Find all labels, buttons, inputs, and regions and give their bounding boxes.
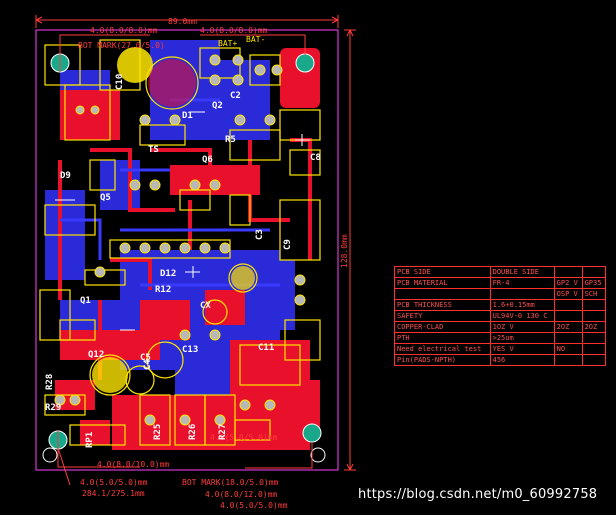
spec-cell-k: PCB MATERIAL — [394, 277, 491, 289]
label-bat-plus: BAT+ — [218, 39, 237, 48]
spec-cell-v: DOUBLE SIDE — [489, 266, 555, 278]
spec-row: PTH>25um — [394, 332, 607, 344]
spec-cell-b — [581, 310, 607, 322]
label-d12: D12 — [160, 269, 176, 279]
label-q5: Q5 — [100, 193, 111, 203]
label-r5: R5 — [225, 135, 236, 145]
label-q6: Q6 — [202, 155, 213, 165]
spec-cell-b: 2OZ — [581, 321, 607, 333]
label-c8: C8 — [310, 153, 321, 163]
dim-bottom-c: 284.1/275.1mm — [82, 489, 145, 498]
label-r26: R26 — [188, 424, 198, 440]
spec-cell-a: NO — [553, 343, 583, 355]
component-markers — [55, 111, 310, 331]
spec-cell-v: YES V — [489, 343, 555, 355]
mounting-hole-bottom-right — [302, 423, 322, 443]
label-c10: C10 — [115, 74, 125, 90]
spec-cell-a — [553, 332, 583, 344]
label-d1: D1 — [182, 111, 193, 121]
label-c13: C13 — [182, 345, 198, 355]
board-outline — [35, 29, 339, 471]
mounting-hole-top-right — [295, 53, 315, 73]
spec-cell-k: SAFETY — [394, 310, 491, 322]
label-c11: C11 — [258, 343, 274, 353]
dimension-lines — [35, 15, 356, 486]
spec-cell-b — [581, 332, 607, 344]
spec-cell-k: PCB THICKNESS — [394, 299, 491, 311]
label-c4: C4 — [143, 359, 153, 370]
label-rp1: RP1 — [85, 432, 95, 448]
spec-cell-v: 456 — [489, 354, 555, 366]
spec-cell-a — [553, 354, 583, 366]
spec-cell-k: PTH — [394, 332, 491, 344]
dim-top-left: 4.0(8.0/8.0)mm — [90, 26, 158, 35]
label-q12: Q12 — [88, 350, 104, 360]
spec-cell-k: Need electrical test — [394, 343, 491, 355]
top-copper-traces — [58, 138, 312, 380]
capacitor-bodies — [92, 47, 255, 393]
label-r27: R27 — [218, 424, 228, 440]
spec-cell-v: UL94V-0 130 C — [489, 310, 555, 322]
label-cx: CX — [200, 301, 211, 311]
label-c5: C5 — [140, 353, 151, 363]
spec-cell-k — [394, 288, 491, 300]
label-ts: TS — [148, 145, 159, 155]
dim-top-right: 4.0(8.0/8.0)mm — [200, 26, 268, 35]
label-r28: R28 — [45, 374, 55, 390]
dim-bottom-a: 4.0(8.0/10.0)mm — [97, 460, 169, 469]
label-c9: C9 — [283, 239, 293, 250]
label-r29: R29 — [45, 403, 61, 413]
spec-cell-a — [553, 299, 583, 311]
label-q1: Q1 — [80, 296, 91, 306]
dim-bottom-d: 4.0(8.0/12.0)mm — [205, 490, 277, 499]
spec-cell-a: OSP V — [553, 288, 583, 300]
spec-cell-b: SCH — [581, 288, 607, 300]
dim-bot-mark-top: BOT MARK(27.0/5.0) — [78, 41, 165, 50]
spec-row: Pin(PADS-NPTH)456 — [394, 354, 607, 366]
spec-cell-a — [553, 310, 583, 322]
label-c2: C2 — [230, 91, 241, 101]
label-q2: Q2 — [212, 101, 223, 111]
spec-cell-b — [581, 343, 607, 355]
spec-cell-v: 1OZ V — [489, 321, 555, 333]
pads — [54, 54, 306, 426]
spec-cell-b — [581, 266, 607, 278]
dim-height: 128.0mm — [340, 234, 349, 268]
spec-cell-v: 1.6+0.15mm — [489, 299, 555, 311]
dim-bot-mark-bottom: BOT MARK(18.0/5.0)mm — [182, 478, 279, 487]
spec-cell-a — [553, 266, 583, 278]
label-c3: C3 — [255, 229, 265, 240]
spec-cell-v — [489, 288, 555, 300]
label-bat-minus: BAT- — [246, 35, 265, 44]
label-d9: D9 — [60, 171, 71, 181]
spec-cell-b — [581, 354, 607, 366]
spec-cell-b — [581, 299, 607, 311]
spec-cell-k: PCB SIDE — [394, 266, 491, 278]
silkscreen-layer — [39, 39, 321, 446]
spec-cell-v: >25um — [489, 332, 555, 344]
spec-cell-a: 2OZ — [553, 321, 583, 333]
dim-bottom-b: 4.0(5.0/5.0)mm — [80, 478, 148, 487]
spec-cell-a: GP2 V — [553, 277, 583, 289]
spec-cell-k: COPPER-CLAD — [394, 321, 491, 333]
blog-watermark: https://blog.csdn.net/m0_60992758 — [358, 487, 598, 502]
label-r12: R12 — [155, 285, 171, 295]
spec-cell-b: GP35 — [581, 277, 607, 289]
spec-cell-k: Pin(PADS-NPTH) — [394, 354, 491, 366]
spec-cell-v: FR-4 — [489, 277, 555, 289]
dim-width: 89.0mm — [168, 17, 197, 26]
label-r25: R25 — [153, 424, 163, 440]
dim-bottom-e: 4.0(5.0/5.0)mm — [220, 501, 288, 510]
dim-bottom-f: 4.0(5.0/5.0)mm — [210, 433, 278, 442]
